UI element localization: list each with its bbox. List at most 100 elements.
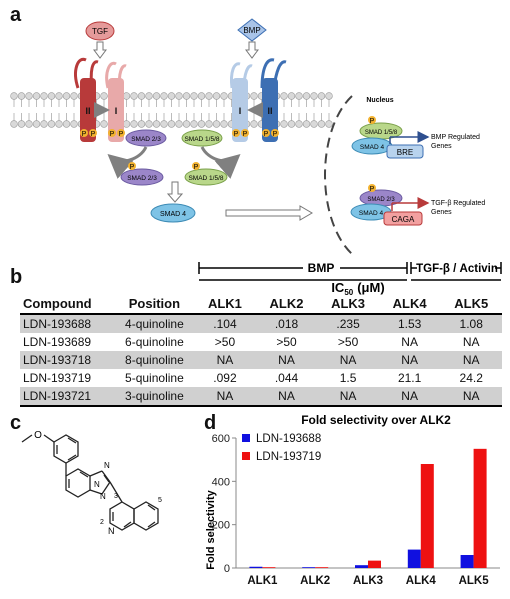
x-tick-label: ALK4 xyxy=(406,575,437,587)
table-cell: .235 xyxy=(317,314,379,333)
table-cell: .104 xyxy=(194,314,256,333)
svg-text:TGF-β Regulated: TGF-β Regulated xyxy=(431,200,485,207)
smad158-phosphorylated: SMAD 1/5/8 P xyxy=(184,162,228,186)
svg-text:P: P xyxy=(370,186,375,193)
lipid-head xyxy=(25,92,33,100)
table-cell: NA xyxy=(462,335,480,349)
table-cell: 24.2 xyxy=(459,371,483,385)
lipid-head xyxy=(10,92,18,100)
table-cell: 21.1 xyxy=(397,371,422,385)
panel-c-letter: c xyxy=(10,412,22,434)
fold-selectivity-chart: Fold selectivity over ALK2 Fold selectiv… xyxy=(205,413,500,587)
table-cell: 5-quinoline xyxy=(125,371,184,385)
svg-text:P: P xyxy=(273,131,278,138)
lipid-head xyxy=(122,92,131,100)
phosphorylation-arrow-bmp xyxy=(200,146,241,179)
lipid-head xyxy=(182,120,191,128)
table-cell: .044 xyxy=(274,371,299,385)
ic50-label: IC50(μM) xyxy=(331,280,384,296)
lipid-head xyxy=(145,120,153,128)
table-cell: NA xyxy=(378,351,441,369)
locant-5: 5 xyxy=(158,497,162,504)
nitrogen-atom-2: N xyxy=(100,492,106,501)
group-label-bmp: BMP xyxy=(308,261,335,275)
lipid-head xyxy=(205,92,213,100)
col-header-alk3: ALK3 xyxy=(331,296,366,311)
nitrogen-atom-3: N xyxy=(104,461,110,470)
table-cell: 6-quinoline xyxy=(125,335,184,349)
table-cell: 1.5 xyxy=(339,371,357,385)
y-tick-label: 400 xyxy=(212,476,230,488)
lipid-head xyxy=(295,92,303,100)
table-cell: LDN-193688 xyxy=(20,314,115,333)
lipid-head xyxy=(197,92,206,100)
lipid-head xyxy=(70,92,78,100)
down-arrow-smad4 xyxy=(166,181,184,203)
group-label-tgf: TGF-β / Activin xyxy=(416,263,498,275)
bar-ldn-193688-alk1 xyxy=(249,566,263,568)
ic50-table-container: Compound Position ALK1 ALK2 ALK3 ALK4 AL… xyxy=(20,294,502,407)
locant-3: 3 xyxy=(114,493,118,500)
lipid-head xyxy=(175,92,183,100)
lipid-head xyxy=(47,120,56,128)
lipid-head xyxy=(302,120,311,128)
lipid-head xyxy=(17,120,26,128)
nitrogen-atom-1: N xyxy=(94,480,100,489)
svg-text:CAGA: CAGA xyxy=(392,215,415,224)
lipid-head xyxy=(10,120,18,128)
lipid-head xyxy=(190,120,198,128)
svg-text:SMAD 1/5/8: SMAD 1/5/8 xyxy=(188,175,223,182)
x-tick-label: ALK3 xyxy=(353,575,383,587)
svg-text:SMAD 1/5/8: SMAD 1/5/8 xyxy=(184,136,219,143)
lipid-head xyxy=(100,120,108,128)
svg-text:TGF: TGF xyxy=(92,27,108,36)
lipid-head xyxy=(122,120,131,128)
table-cell: NA xyxy=(317,387,379,406)
x-tick-label: ALK1 xyxy=(247,575,278,587)
nitrogen-atom-quinoline: N xyxy=(108,526,115,536)
col-header-position: Position xyxy=(128,296,181,311)
table-cell: NA xyxy=(378,387,441,406)
bar-ldn-193688-alk5 xyxy=(460,555,474,568)
lipid-head xyxy=(175,120,183,128)
col-header-alk1: ALK1 xyxy=(207,296,242,311)
bar-ldn-193719-alk2 xyxy=(315,567,329,568)
svg-text:BMP: BMP xyxy=(243,26,260,35)
svg-text:P: P xyxy=(110,131,115,138)
lipid-head xyxy=(130,120,138,128)
chart-bars xyxy=(249,448,487,568)
lipid-head xyxy=(212,120,221,128)
y-tick-label: 200 xyxy=(212,520,230,532)
lipid-head xyxy=(40,92,48,100)
panel-d-letter: d xyxy=(204,412,217,434)
svg-text:I: I xyxy=(239,106,242,116)
table-cell: LDN-193718 xyxy=(20,351,115,369)
nuclear-envelope xyxy=(324,95,353,255)
svg-text:P: P xyxy=(119,131,124,138)
svg-text:SMAD 2/3: SMAD 2/3 xyxy=(367,197,395,203)
smad158-inactive: SMAD 1/5/8 xyxy=(181,129,223,147)
panel-a-letter: a xyxy=(10,4,22,26)
lipid-head xyxy=(310,120,318,128)
lipid-head xyxy=(220,92,228,100)
legend-swatch xyxy=(242,434,250,442)
lipid-head xyxy=(302,92,311,100)
cell-membrane xyxy=(10,92,333,128)
tgf-receptor-type2: II xyxy=(74,57,99,142)
y-axis-label: Fold selectivity xyxy=(205,489,217,569)
lipid-head xyxy=(32,92,41,100)
x-tick-label: ALK2 xyxy=(300,575,330,587)
col-header-alk5: ALK5 xyxy=(454,296,489,311)
lipid-head xyxy=(55,120,63,128)
lipid-head xyxy=(160,92,168,100)
lipid-head xyxy=(310,92,318,100)
table-cell: NA xyxy=(440,351,502,369)
svg-text:SMAD 2/3: SMAD 2/3 xyxy=(127,175,157,182)
lipid-head xyxy=(137,120,146,128)
table-cell: .018 xyxy=(255,314,318,333)
legend-swatch xyxy=(242,452,250,460)
lipid-head xyxy=(145,92,153,100)
table-cell: NA xyxy=(255,387,318,406)
